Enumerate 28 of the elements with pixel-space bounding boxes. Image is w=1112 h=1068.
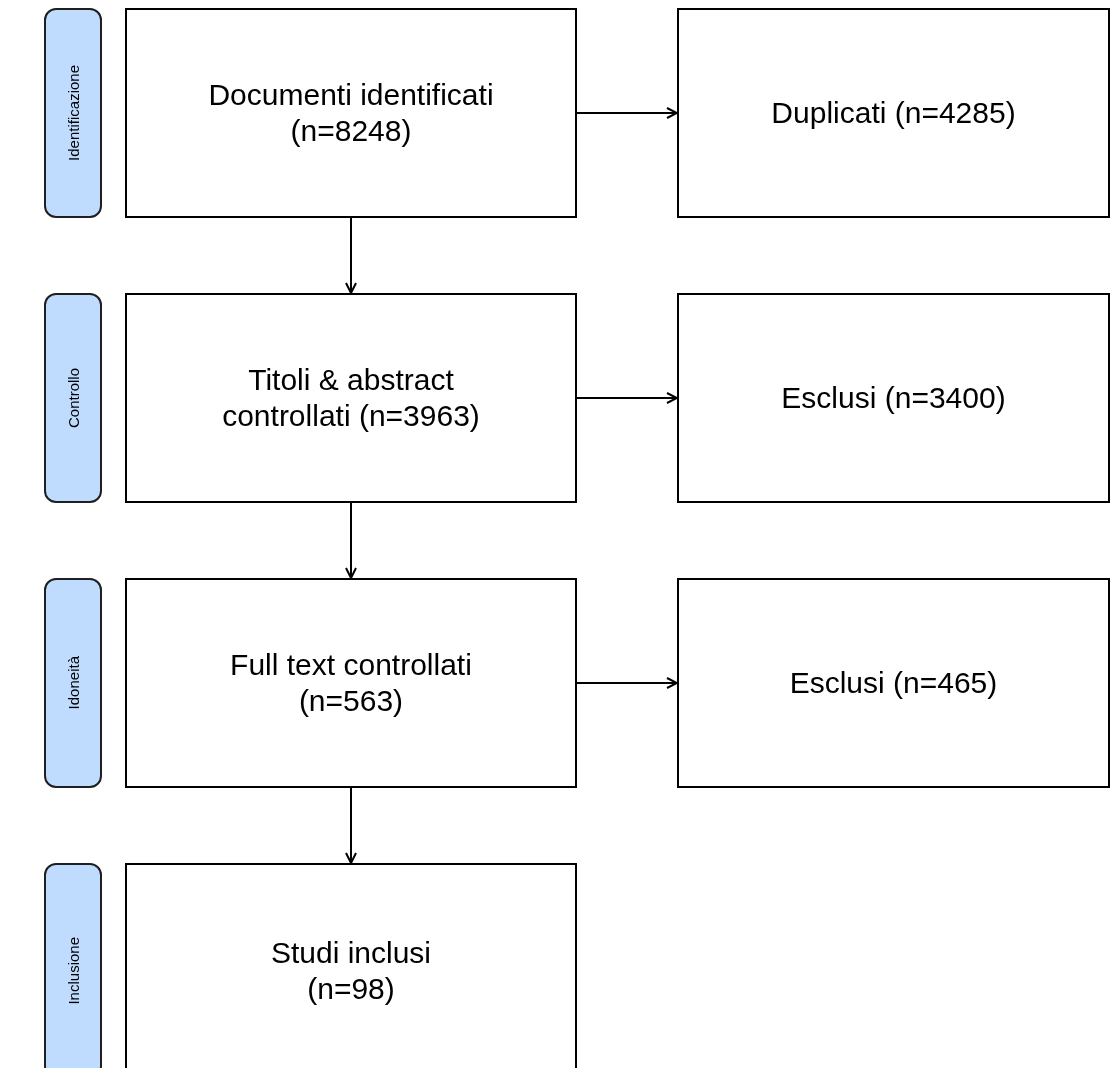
box-text: Titoli & abstract controllati (n=3963) <box>221 362 481 434</box>
process-box <box>677 8 1110 218</box>
box-text: Full text controllati (n=563) <box>229 647 473 719</box>
box-text: Esclusi (n=3400) <box>781 380 1006 416</box>
box-text: Studi inclusi (n=98) <box>269 934 433 1007</box>
stage-label: Inclusione <box>64 936 82 1005</box>
arrow <box>576 392 678 404</box>
arrow <box>576 677 678 689</box>
stage-label: Idoneità <box>64 656 82 710</box>
box-text: Duplicati (n=4285) <box>771 95 1016 131</box>
box-text: Esclusi (n=465) <box>789 665 998 701</box>
process-box <box>125 863 577 1068</box>
box-text: Documenti identificati (n=8248) <box>207 77 495 149</box>
stage-band <box>44 863 102 1068</box>
process-box <box>125 578 577 788</box>
process-box <box>125 8 577 218</box>
stage-label: Controllo <box>64 368 82 428</box>
process-box <box>125 293 577 503</box>
arrow <box>345 217 357 294</box>
stage-band <box>44 578 102 788</box>
process-box <box>677 578 1110 788</box>
arrow <box>345 787 357 864</box>
arrow <box>576 107 678 119</box>
stage-band <box>44 293 102 503</box>
stage-band <box>44 8 102 218</box>
process-box <box>677 293 1110 503</box>
stage-label: Identificazione <box>64 65 82 161</box>
arrow <box>345 502 357 579</box>
